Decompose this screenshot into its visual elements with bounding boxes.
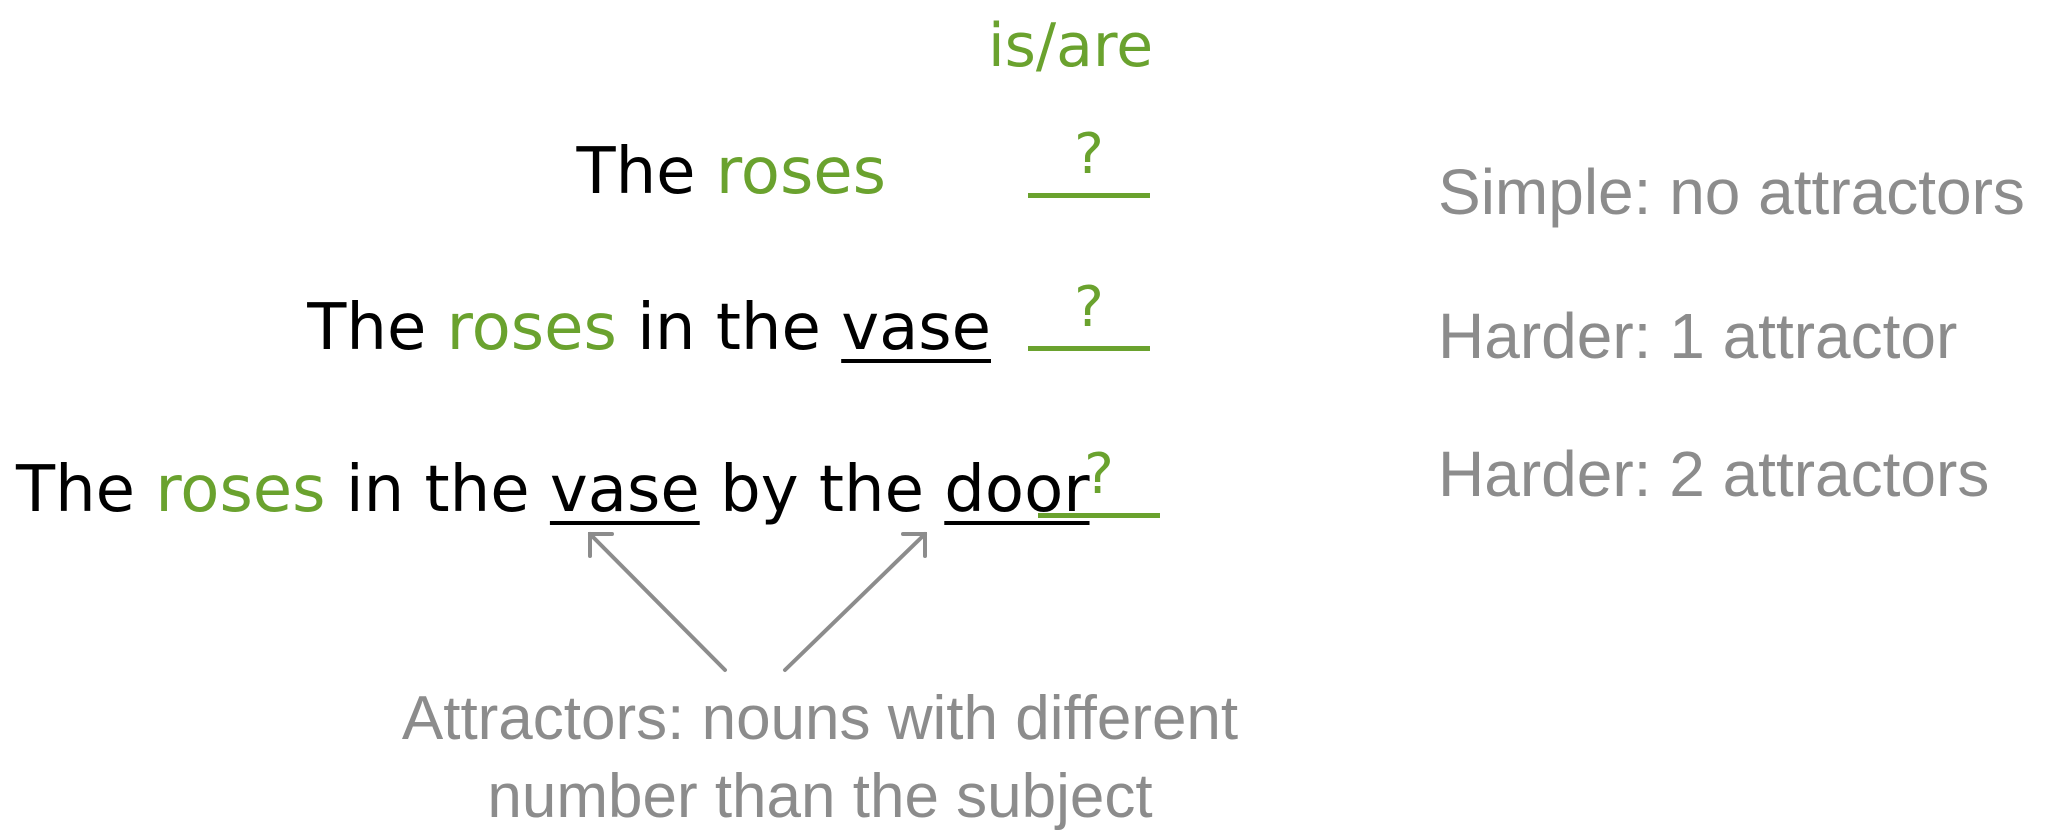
- subject-roses: roses: [715, 135, 886, 209]
- verb-options: is/are: [988, 11, 1154, 81]
- caption-line-2: number than the subject: [487, 762, 1153, 831]
- blank-3: ?: [1038, 447, 1160, 518]
- sentence-1: The roses: [577, 140, 887, 204]
- blank-2: ?: [1028, 280, 1150, 351]
- subject-roses: roses: [155, 453, 326, 527]
- caption-line-1: Attractors: nouns with different: [401, 684, 1239, 753]
- arrowhead-vase: [588, 532, 614, 558]
- words-in-the: in the: [616, 291, 842, 365]
- caption: Attractors: nouns with different number …: [300, 680, 1340, 836]
- blank-question-mark: ?: [1074, 275, 1104, 340]
- attractor-door: door: [944, 453, 1090, 527]
- sentence-3: The roses in the vase by the door: [16, 458, 1090, 522]
- sentence-2: The roses in the vase: [307, 296, 991, 360]
- arrowhead-door: [901, 532, 927, 558]
- note-one-attractor: Harder: 1 attractor: [1438, 300, 1958, 372]
- note-simple: Simple: no attractors: [1438, 156, 2025, 228]
- note-two-attractors: Harder: 2 attractors: [1438, 438, 1990, 510]
- blank-1: ?: [1028, 127, 1150, 198]
- word-the: The: [307, 291, 447, 365]
- attractor-vase: vase: [549, 453, 700, 527]
- subject-roses: roses: [446, 291, 617, 365]
- attractor-vase: vase: [841, 291, 991, 365]
- blank-question-mark: ?: [1084, 442, 1114, 507]
- words-in-the: in the: [325, 453, 550, 527]
- arrow-to-door: [783, 532, 927, 672]
- blank-question-mark: ?: [1074, 122, 1104, 187]
- word-the: The: [576, 135, 716, 209]
- word-the: The: [16, 453, 156, 527]
- arrow-to-vase: [588, 532, 727, 672]
- words-by-the: by the: [699, 453, 945, 527]
